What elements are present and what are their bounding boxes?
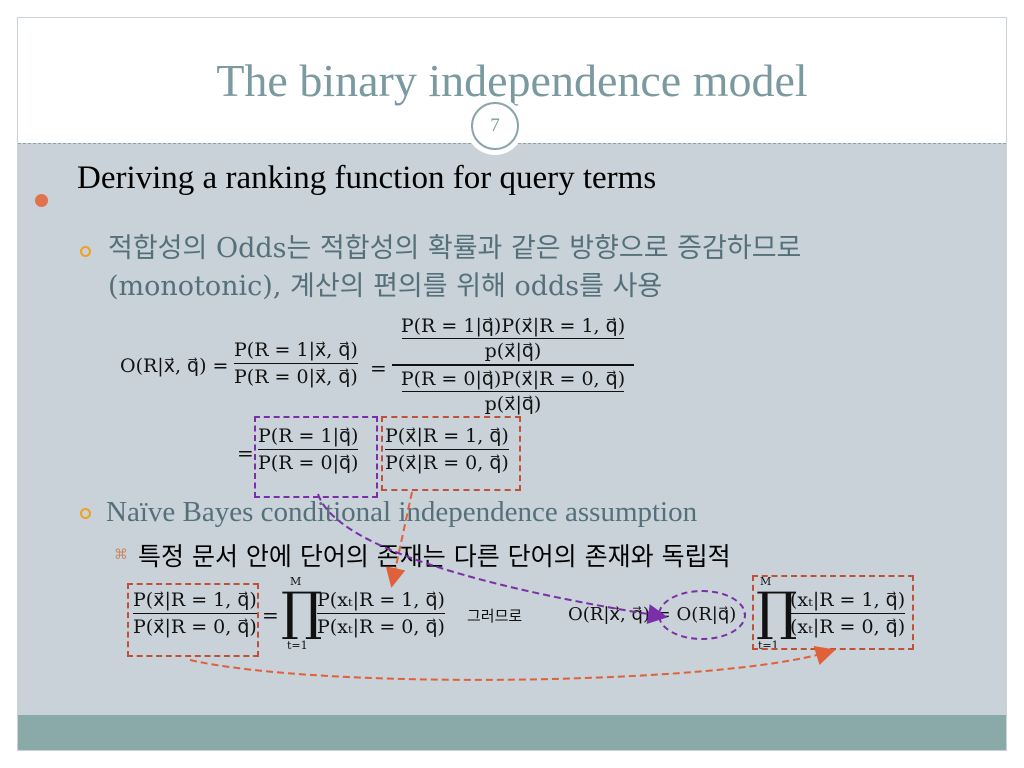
prior-den: P(R = 0|q⃗) (258, 452, 359, 474)
res-den: (xₜ|R = 0, q⃗) (790, 616, 906, 638)
sub-bullet-1: 적합성의 Odds는 적합성의 확률과 같은 방향으로 증감하므로 (monot… (108, 230, 801, 306)
sub-bullet-ring-icon-2 (80, 508, 91, 519)
lik-num: P(x⃗|R = 1, q⃗) (385, 425, 509, 447)
big-den-bottom: p(x⃗|q⃗) (484, 393, 542, 415)
res-num: (xₜ|R = 1, q⃗) (790, 589, 906, 611)
slide-frame: The binary independence model (17, 17, 1007, 751)
sub-bullet-1-line1: 적합성의 Odds는 적합성의 확률과 같은 방향으로 증감하므로 (108, 233, 802, 264)
prior-odds-ellipse (658, 590, 746, 640)
res-prod-lower: t=1 (758, 639, 779, 652)
prod-lower-bound: t=1 (287, 639, 308, 652)
result-fraction: (xₜ|R = 1, q⃗) (xₜ|R = 0, q⃗) (790, 588, 906, 639)
sub-bullet-ring-icon (80, 246, 91, 257)
content-area (18, 143, 1006, 715)
frac-den: P(R = 0|x⃗, q⃗) (234, 366, 358, 388)
nb-rhs-fraction: P(xₜ|R = 1, q⃗) P(xₜ|R = 0, q⃗) (317, 588, 445, 639)
equals-sign-2: = (237, 441, 254, 465)
nb-lhs-num: P(x⃗|R = 1, q⃗) (133, 589, 257, 611)
res-product-symbol: ∏ (756, 582, 798, 642)
fraction-relevance-given-xq: P(R = 1|x⃗, q⃗) P(R = 0|x⃗, q⃗) (234, 338, 358, 389)
sub-bullet-1-line2: (monotonic), 계산의 편의를 위해 odds를 사용 (108, 271, 663, 302)
prior-num: P(R = 1|q⃗) (258, 425, 359, 447)
big-num-bottom: p(x⃗|q⃗) (484, 340, 542, 362)
nb-lhs-fraction: P(x⃗|R = 1, q⃗) P(x⃗|R = 0, q⃗) (133, 588, 257, 639)
res-prod-upper: M (760, 575, 772, 588)
slide-number: 7 (471, 102, 519, 150)
bayes-compound-fraction: P(R = 1|q⃗)P(x⃗|R = 1, q⃗) p(x⃗|q⃗) P(R … (392, 314, 634, 416)
bullet-dot-icon (35, 194, 48, 207)
odds-lhs: O(R|x⃗, q⃗) = (120, 355, 229, 377)
nb-rhs-den: P(xₜ|R = 0, q⃗) (317, 616, 445, 638)
product-symbol: ∏ (281, 582, 323, 642)
star-bullet-icon: ⌘ (114, 548, 128, 563)
prod-upper-bound: M (290, 575, 302, 588)
likelihood-ratio-fraction: P(x⃗|R = 1, q⃗) P(x⃗|R = 0, q⃗) (385, 424, 509, 475)
therefore-text: 그러므로 (467, 607, 523, 625)
nb-lhs-den: P(x⃗|R = 0, q⃗) (133, 616, 257, 638)
bullet-main: Deriving a ranking function for query te… (77, 160, 657, 196)
likelihood-ratio-box (381, 416, 521, 491)
big-den-top: P(R = 0|q⃗)P(x⃗|R = 0, q⃗) (400, 368, 626, 390)
nb-rhs-num: P(xₜ|R = 1, q⃗) (317, 589, 445, 611)
big-num-top: P(R = 1|q⃗)P(x⃗|R = 1, q⃗) (400, 315, 626, 337)
prior-odds-box (254, 416, 378, 498)
sub-bullet-2: Naïve Bayes conditional independence ass… (106, 496, 698, 528)
sub-sub-bullet: 특정 문서 안에 단어의 존재는 다른 단어의 존재와 독립적 (138, 542, 731, 571)
prior-odds-fraction: P(R = 1|q⃗) P(R = 0|q⃗) (258, 424, 359, 475)
slide-title: The binary independence model (216, 55, 808, 106)
footer-bar (18, 715, 1006, 750)
lik-den: P(x⃗|R = 0, q⃗) (385, 452, 509, 474)
nb-equals: = (262, 603, 279, 627)
equals-sign: = (370, 356, 387, 380)
frac-num: P(R = 1|x⃗, q⃗) (234, 339, 358, 361)
